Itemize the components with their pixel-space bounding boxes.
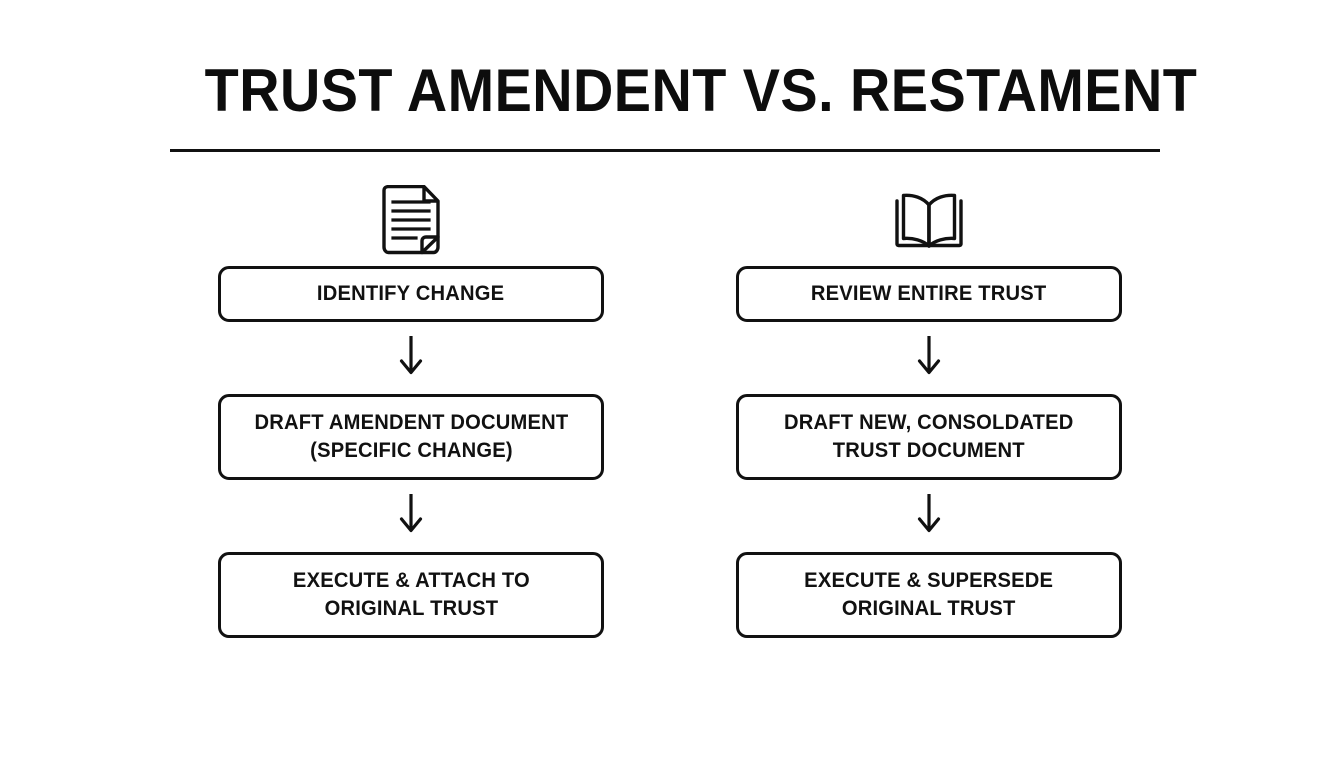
document-icon [380, 184, 442, 262]
column-restatement: REVIEW ENTIRE TRUST DRAFT NEW, CONSOLDAT… [736, 180, 1122, 638]
page-title: TRUST AMENDENT VS. RESTAMENT [204, 57, 1198, 124]
title-divider [170, 149, 1160, 152]
step-box-execute-supersede[interactable]: EXECUTE & SUPERSEDE ORIGINAL TRUST [736, 552, 1122, 638]
connector-1-wrap [218, 322, 604, 394]
down-arrow-icon [397, 334, 425, 383]
open-book-icon-wrap [736, 180, 1122, 266]
step-box-identify-change[interactable]: IDENTIFY CHANGE [218, 266, 604, 322]
step-line: DRAFT NEW, CONSOLDATED [784, 411, 1074, 434]
document-icon-wrap [218, 180, 604, 266]
step-line: DRAFT AMENDENT DOCUMENT [254, 411, 568, 434]
connector-1-wrap [736, 322, 1122, 394]
step-label: IDENTIFY CHANGE [317, 280, 504, 308]
step-line: ORIGINAL TRUST [324, 597, 498, 620]
step-line: (SPECIFIC CHANGE) [309, 439, 513, 462]
step-line: EXECUTE & ATTACH TO [292, 569, 530, 592]
step-line: REVIEW ENTIRE TRUST [811, 282, 1047, 305]
connector-2-wrap [218, 480, 604, 552]
down-arrow-icon [915, 334, 943, 383]
step-label: DRAFT AMENDENT DOCUMENT (SPECIFIC CHANGE… [254, 409, 568, 465]
open-book-icon [894, 192, 964, 255]
step-box-draft-consolidated[interactable]: DRAFT NEW, CONSOLDATED TRUST DOCUMENT [736, 394, 1122, 480]
step-line: IDENTIFY CHANGE [317, 282, 505, 305]
connector-2-wrap [736, 480, 1122, 552]
step-label: DRAFT NEW, CONSOLDATED TRUST DOCUMENT [784, 409, 1073, 465]
step-box-execute-attach[interactable]: EXECUTE & ATTACH TO ORIGINAL TRUST [218, 552, 604, 638]
step-label: EXECUTE & SUPERSEDE ORIGINAL TRUST [804, 567, 1053, 623]
column-amendment: IDENTIFY CHANGE DRAFT AMENDENT DOCUMENT … [218, 180, 604, 638]
step-line: TRUST DOCUMENT [833, 439, 1025, 462]
step-label: REVIEW ENTIRE TRUST [811, 280, 1047, 308]
step-box-draft-amendment[interactable]: DRAFT AMENDENT DOCUMENT (SPECIFIC CHANGE… [218, 394, 604, 480]
step-line: EXECUTE & SUPERSEDE [804, 569, 1054, 592]
step-label: EXECUTE & ATTACH TO ORIGINAL TRUST [292, 567, 529, 623]
down-arrow-icon [915, 492, 943, 541]
step-line: ORIGINAL TRUST [842, 597, 1016, 620]
step-box-review-trust[interactable]: REVIEW ENTIRE TRUST [736, 266, 1122, 322]
down-arrow-icon [397, 492, 425, 541]
